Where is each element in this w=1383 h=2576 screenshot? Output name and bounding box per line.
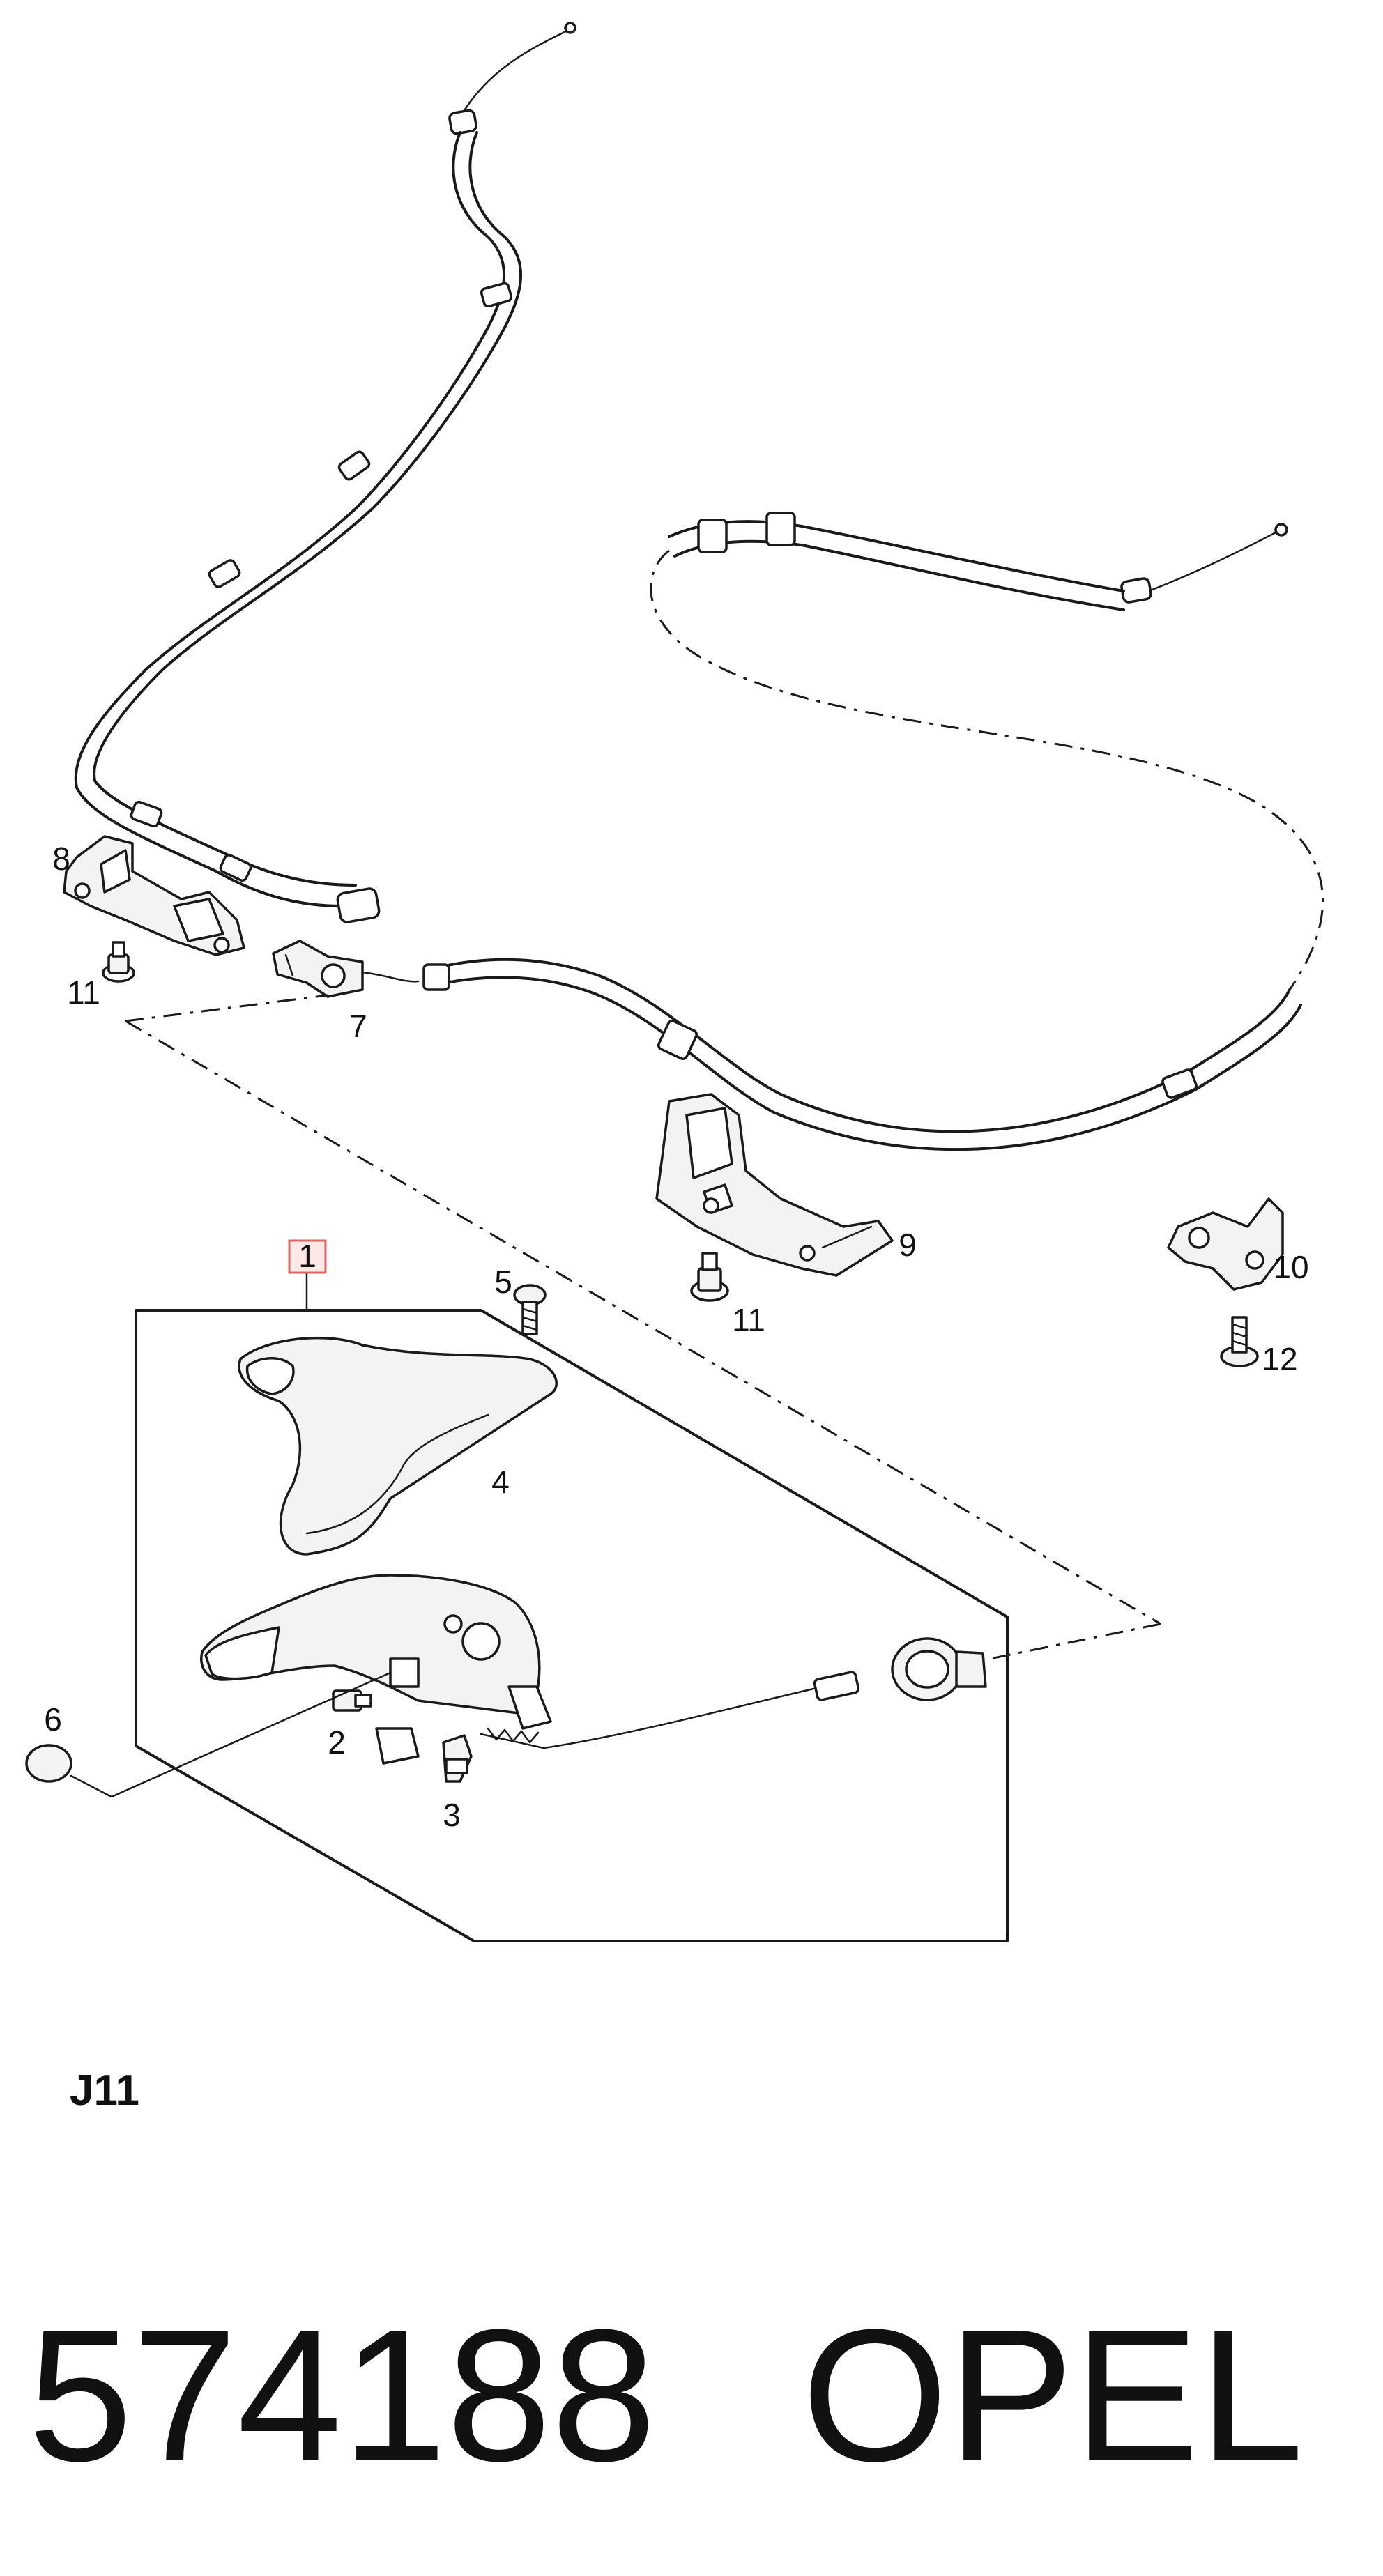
bolt-part-2 [332, 1689, 420, 1765]
callout-1: 1 [298, 1238, 316, 1274]
callout-12: 12 [1262, 1341, 1297, 1377]
cable-route-line [650, 549, 1324, 990]
handbrake-lever [200, 1574, 552, 1730]
callout-5: 5 [494, 1264, 512, 1300]
cable-bracket-part-9 [655, 1093, 894, 1277]
brand-name: OPEL [802, 2291, 1304, 2501]
callout-6: 6 [44, 1701, 62, 1738]
callout-11b: 11 [732, 1302, 765, 1338]
bolt-part-5 [513, 1284, 547, 1335]
callout-11a: 11 [67, 974, 100, 1011]
lever-cap-part-6 [25, 1671, 392, 1798]
front-brake-cable [361, 958, 1302, 1151]
callout-3: 3 [443, 1797, 461, 1833]
part-number: 574188 [28, 2291, 656, 2501]
sheet-code: J11 [70, 2067, 139, 2115]
switch-part-3 [442, 1734, 473, 1783]
assembly-reference-line [125, 994, 1161, 1660]
left-rear-brake-cable [74, 22, 576, 923]
lever-cable [480, 1671, 860, 1749]
cable-bracket-part-8 [63, 835, 245, 956]
callout-7: 7 [349, 1008, 367, 1044]
callout-8: 8 [52, 841, 70, 877]
right-rear-brake-cable [668, 512, 1288, 611]
cable-clip-part-10 [1167, 1197, 1284, 1291]
cable-grommet [891, 1637, 987, 1701]
lever-boot-part-4 [238, 1336, 558, 1556]
callout-2: 2 [328, 1724, 346, 1761]
callout-9: 9 [899, 1227, 917, 1263]
bolt-part-11b [690, 1252, 729, 1302]
bolt-part-11a [102, 941, 135, 983]
bolt-part-12 [1220, 1316, 1259, 1367]
handbrake-assembly-outline [135, 1267, 1009, 1942]
cable-equalizer-part-7 [272, 940, 364, 998]
callout-10: 10 [1273, 1249, 1308, 1285]
callout-1-highlight-box [288, 1239, 327, 1274]
callout-4: 4 [491, 1464, 510, 1500]
